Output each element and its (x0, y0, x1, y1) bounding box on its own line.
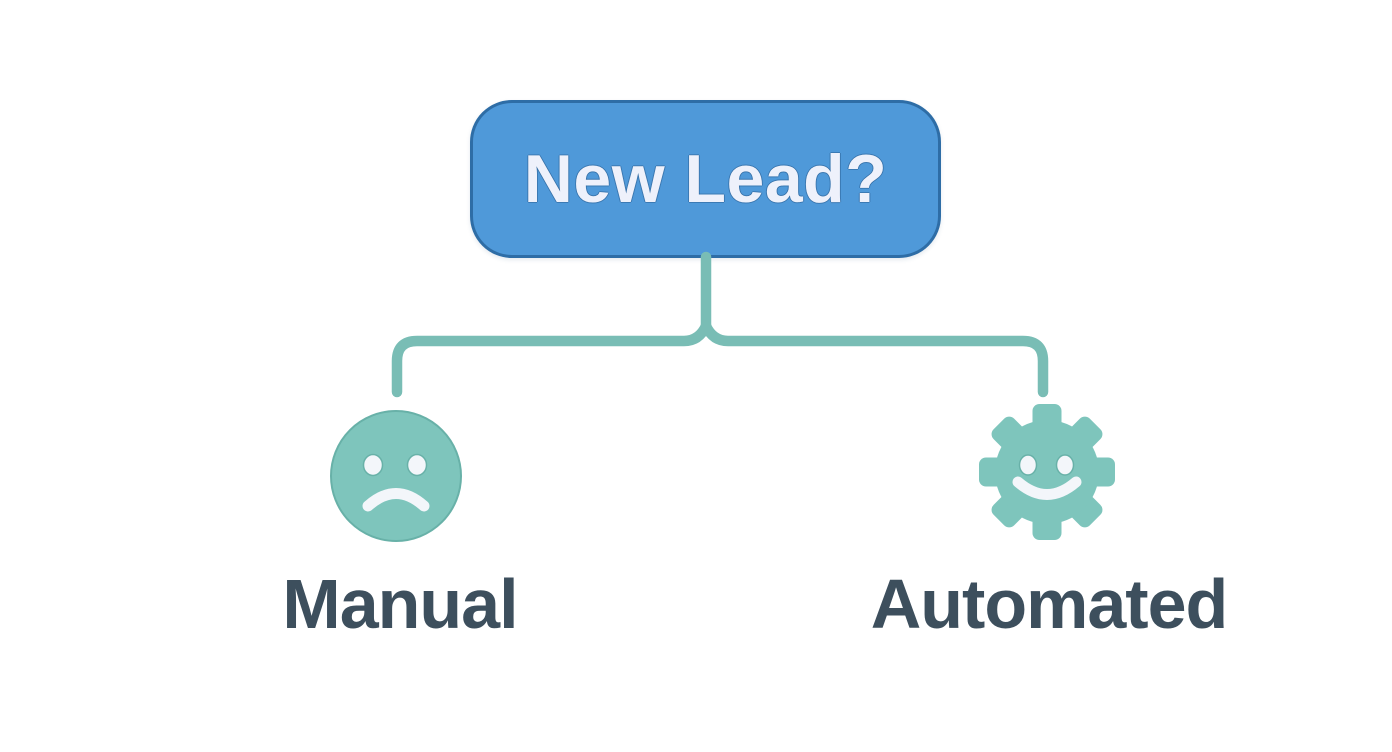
branch-label-automated: Automated (870, 565, 1229, 643)
decision-node-label: New Lead? (523, 141, 888, 217)
gear-smiley-icon (979, 404, 1115, 540)
sad-face-icon (330, 410, 462, 542)
connector-branch (391, 320, 1049, 398)
decision-node-new-lead: New Lead? (470, 100, 941, 258)
branch-label-manual: Manual (282, 565, 518, 643)
